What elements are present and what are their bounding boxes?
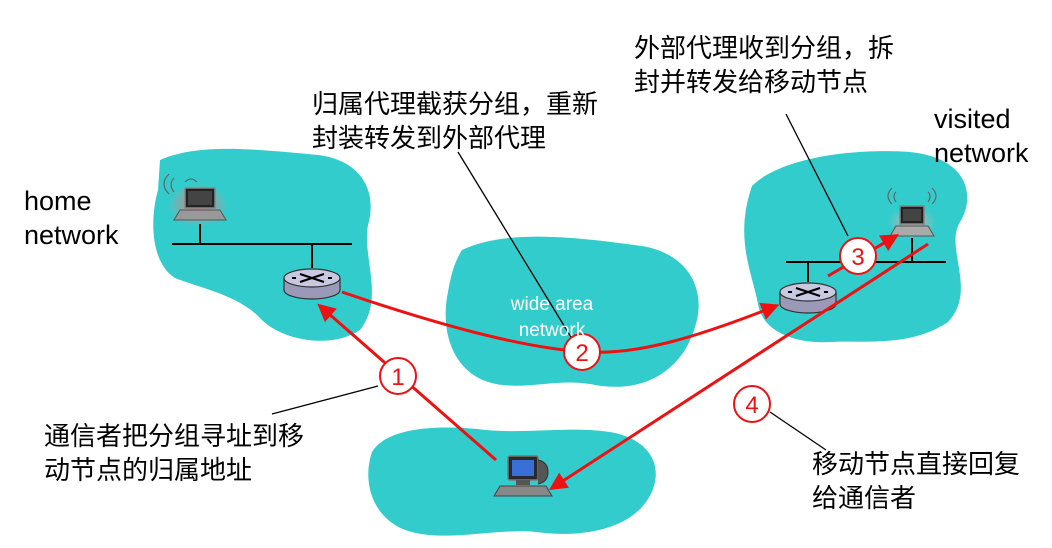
step-1-label: 1	[391, 364, 404, 391]
home-laptop-icon	[163, 173, 228, 227]
home-agent-annotation: 归属代理截获分组，重新 封装转发到外部代理	[312, 90, 599, 154]
home-network-label: home network	[24, 186, 119, 250]
callout-mobile-reply	[769, 411, 827, 451]
step-4-marker: 4	[733, 385, 771, 423]
visited-laptop-icon	[887, 187, 937, 238]
home-router-icon	[283, 268, 341, 300]
step-3-marker: 3	[839, 237, 877, 275]
step-1-marker: 1	[379, 357, 417, 395]
step-4-label: 4	[745, 392, 758, 419]
mobile-reply-annotation: 移动节点直接回复 给通信者	[812, 450, 1021, 514]
foreign-agent-annotation: 外部代理收到分组，拆 封并转发给移动节点	[634, 34, 895, 98]
correspondent-annotation: 通信者把分组寻址到移 动节点的归属地址	[44, 422, 305, 486]
wide-area-network-label: wide area network	[510, 294, 594, 341]
step-2-label: 2	[575, 340, 588, 367]
step-2-marker: 2	[563, 333, 601, 371]
visited-network-label: visited network	[934, 104, 1029, 168]
callout-correspondent	[271, 385, 379, 415]
correspondent-computer-icon	[493, 455, 553, 497]
step-3-label: 3	[851, 244, 864, 271]
correspondent-network-cloud	[368, 427, 656, 536]
callout-foreign-agent	[785, 113, 849, 237]
path-4-mobile-to-correspondent	[548, 242, 929, 490]
visited-router-icon	[779, 282, 837, 314]
callout-home-agent	[457, 151, 575, 343]
